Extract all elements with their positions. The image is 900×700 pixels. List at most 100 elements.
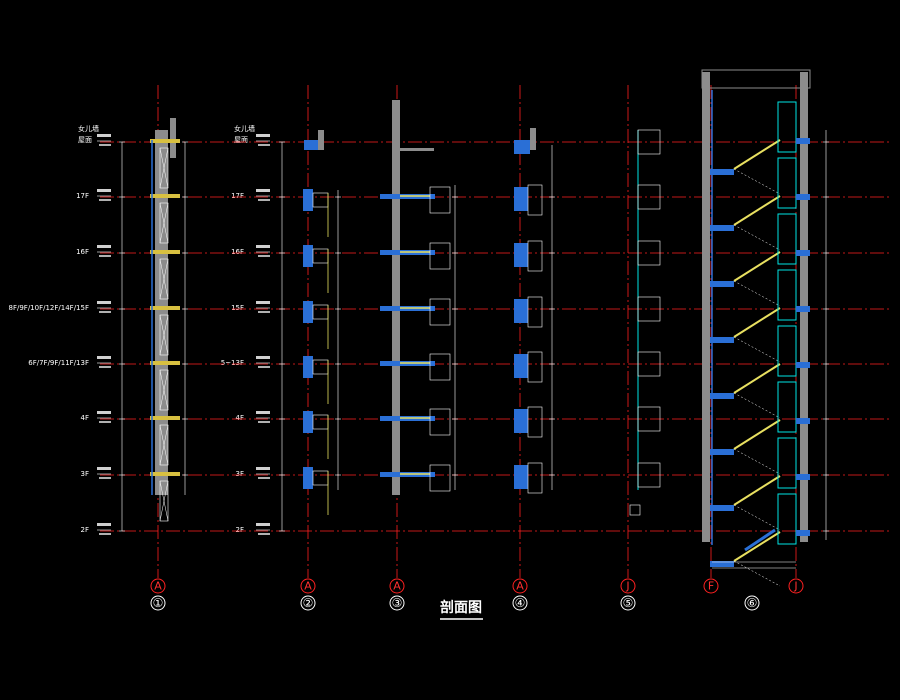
- stair-flight: [733, 139, 781, 170]
- slab-section-2: [303, 356, 313, 378]
- window-cross: [159, 147, 169, 189]
- axis-bubble-5: [620, 578, 636, 594]
- elevation-text-block: [97, 523, 111, 526]
- window-frame: [527, 184, 543, 216]
- balcony-frame: [312, 248, 329, 264]
- elevation-text-block: [97, 411, 111, 414]
- level-label-13f-b: 5~13F: [221, 359, 244, 367]
- level-label-17f-b: 17F: [231, 192, 244, 200]
- section-linework: [97, 69, 890, 587]
- elevation-text-block: [99, 421, 111, 423]
- axis-bubble-2: [300, 578, 316, 594]
- window-frame: [429, 353, 451, 381]
- elevation-text-block: [97, 134, 111, 137]
- stair-flight: [733, 419, 781, 450]
- level-label-15f-b: 15F: [231, 304, 244, 312]
- stair-hidden-flight: [733, 224, 781, 251]
- floor-slab: [796, 530, 810, 536]
- stair-flight: [733, 531, 781, 562]
- section-number-6: ⑥: [747, 596, 758, 610]
- window-frame: [159, 369, 169, 411]
- window-frame: [159, 202, 169, 244]
- level-label-3f: 3F: [81, 470, 89, 478]
- slab-edge: [150, 194, 180, 198]
- ground-stair: [744, 528, 776, 552]
- slab-section-2: [303, 467, 313, 489]
- landing-slab: [710, 225, 734, 231]
- floor-slab: [796, 250, 810, 256]
- elevation-text-block: [99, 311, 111, 313]
- roof-label: 屋面: [78, 136, 92, 144]
- window-cross: [159, 424, 169, 466]
- floor-slab: [796, 194, 810, 200]
- elevation-text-block: [258, 144, 270, 146]
- window-frame: [637, 240, 661, 266]
- elevation-text-block: [258, 421, 270, 423]
- elevation-text-block: [99, 477, 111, 479]
- floor-slab: [796, 362, 810, 368]
- elevation-text-block: [258, 366, 270, 368]
- slab-edge: [150, 139, 180, 143]
- roof-label-2: 屋面: [234, 136, 248, 144]
- elevation-text-block: [97, 356, 111, 359]
- stair-hidden-flight: [733, 392, 781, 419]
- slab-section-2: [303, 245, 313, 267]
- stair-hidden-flight: [733, 560, 781, 587]
- level-label-15f: 8F/9F/10F/12F/14F/15F: [9, 304, 90, 312]
- section-bubble-5: [620, 595, 636, 611]
- window-frame: [159, 147, 169, 189]
- level-label-13f: 6F/7F/9F/11F/13F: [28, 359, 89, 367]
- level-label-16f-b: 16F: [231, 248, 244, 256]
- window-frame: [637, 184, 661, 210]
- section-bubble-6: [744, 595, 760, 611]
- balcony-frame: [312, 304, 329, 320]
- window-frame: [527, 406, 543, 438]
- axis-bubble-3: [389, 578, 405, 594]
- roof-top-frame: [701, 69, 811, 89]
- stair-flight: [733, 363, 781, 394]
- slab-edge: [150, 306, 180, 310]
- window-cross: [159, 258, 169, 300]
- section-bubble-4: [512, 595, 528, 611]
- section-bubble-3: [389, 595, 405, 611]
- slab-section-2: [303, 189, 313, 211]
- window-cross: [159, 480, 169, 522]
- window-frame: [159, 258, 169, 300]
- section-bubble-2: [300, 595, 316, 611]
- elevation-text-block: [99, 199, 111, 201]
- axis-bubble-6-right: [788, 578, 804, 594]
- stair-flight: [733, 251, 781, 282]
- slab-section-4: [514, 409, 528, 433]
- elevation-text-block: [258, 199, 270, 201]
- stair-window: [777, 101, 797, 153]
- stair-hidden-flight: [733, 504, 781, 531]
- drawing-title-group: 剖面图: [440, 599, 483, 620]
- stair-hidden-flight: [733, 448, 781, 475]
- dimension-box: [629, 504, 641, 516]
- slab-edge: [150, 250, 180, 254]
- slab-section-4: [514, 243, 528, 267]
- level-labels-left: 女儿墙 屋面 17F 16F 8F/9F/10F/12F/14F/15F 6F/…: [9, 124, 100, 534]
- stair-window: [777, 437, 797, 489]
- wall-section-3: [392, 100, 400, 495]
- floor-slab: [796, 418, 810, 424]
- stair-window: [777, 213, 797, 265]
- axis-label-5: J: [625, 580, 629, 593]
- elevation-text-block: [258, 255, 270, 257]
- elevation-text-block: [256, 245, 270, 248]
- elevation-text-block: [97, 245, 111, 248]
- window-frame: [637, 406, 661, 432]
- window-frame: [637, 129, 661, 155]
- window-frame: [429, 464, 451, 492]
- window-cross: [159, 369, 169, 411]
- landing-slab: [710, 281, 734, 287]
- elevation-text-block: [258, 477, 270, 479]
- balcony-frame: [312, 470, 329, 486]
- elevation-text-block: [97, 467, 111, 470]
- section-number-2: ②: [303, 596, 314, 610]
- section-numbers: ① ② ③ ④ ⑤ ⑥: [150, 595, 760, 611]
- stair-flight: [733, 195, 781, 226]
- drawing-title: 剖面图: [440, 599, 482, 616]
- stair-hidden-flight: [733, 336, 781, 363]
- elevation-text-block: [99, 255, 111, 257]
